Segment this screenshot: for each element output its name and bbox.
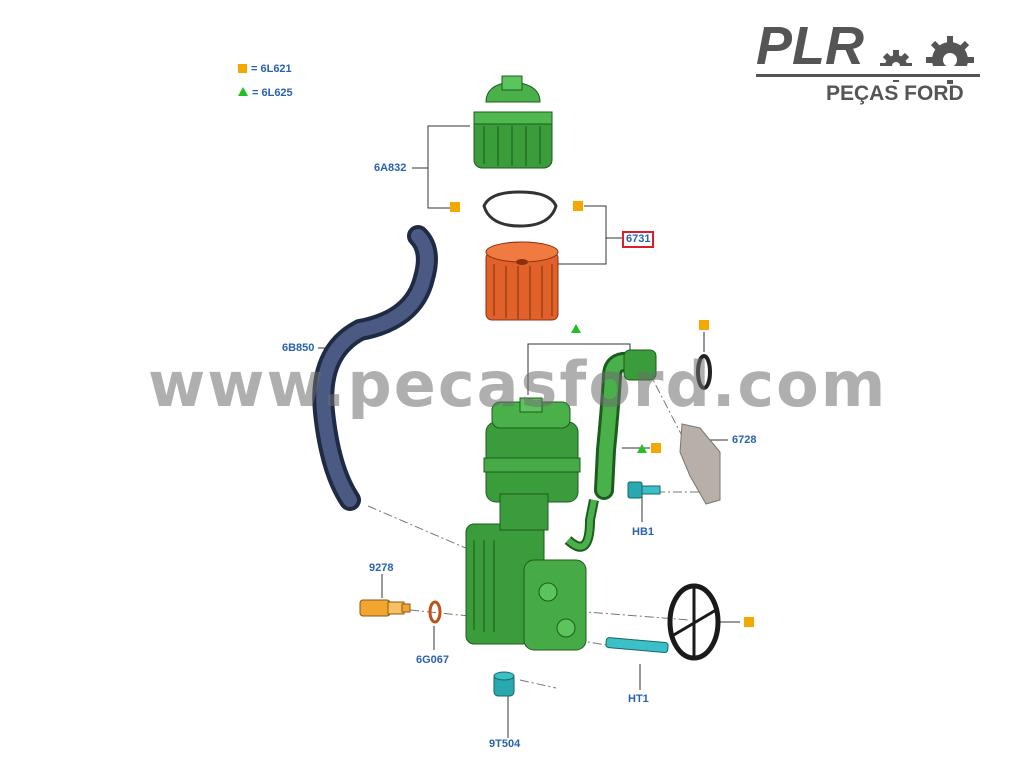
pipe-fitting	[623, 349, 657, 381]
leader-lines	[318, 125, 740, 738]
filter-cap	[473, 75, 553, 169]
label-sender[interactable]: 9278	[369, 562, 394, 574]
hex-bolt	[627, 481, 661, 499]
square-marker	[699, 320, 709, 330]
sender-oring	[428, 600, 442, 624]
legend-text: = 6L625	[252, 87, 293, 99]
housing-gasket	[667, 583, 721, 661]
logo-divider	[756, 74, 980, 77]
logo-subtitle: PEÇAS FORD	[826, 82, 964, 105]
label-oring[interactable]: 6G067	[416, 654, 450, 666]
cap-leader	[427, 125, 470, 209]
label-bolt[interactable]: HB1	[632, 526, 655, 538]
triangle-marker	[637, 444, 647, 453]
triangle-marker	[571, 324, 581, 333]
filter-oring	[482, 190, 558, 228]
oil-filter-housing	[465, 397, 599, 651]
oil-pressure-sender	[359, 599, 411, 617]
oil-filter-element	[485, 241, 559, 321]
legend-item-square: = 6L621	[238, 63, 292, 75]
nut-assembly-line	[519, 679, 557, 689]
label-filter[interactable]: 6731	[622, 231, 655, 248]
label-nut[interactable]: 9T504	[489, 738, 521, 750]
mounting-bracket	[679, 423, 721, 505]
flange-nut	[493, 671, 515, 697]
oil-pipe-highlight	[597, 354, 637, 497]
legend-item-triangle: = 6L625	[238, 87, 293, 99]
label-cap[interactable]: 6A832	[374, 162, 407, 174]
stud	[605, 637, 669, 654]
square-marker	[238, 64, 247, 73]
label-stud[interactable]: HT1	[628, 693, 649, 705]
label-bracket[interactable]: 6728	[732, 434, 757, 446]
fitting-oring	[696, 354, 712, 390]
watermark: www.pecasford.com	[148, 348, 888, 421]
breather-hose-highlight	[316, 229, 434, 507]
bracket-assembly-line	[647, 369, 711, 491]
label-hose[interactable]: 6B850	[282, 342, 315, 354]
square-marker	[450, 202, 460, 212]
square-marker	[573, 201, 583, 211]
square-marker	[744, 617, 754, 627]
triangle-marker	[238, 87, 248, 96]
legend-text: = 6L621	[251, 63, 292, 75]
square-marker	[651, 443, 661, 453]
filter-leader	[556, 205, 607, 265]
logo-title: PLR	[756, 16, 864, 76]
